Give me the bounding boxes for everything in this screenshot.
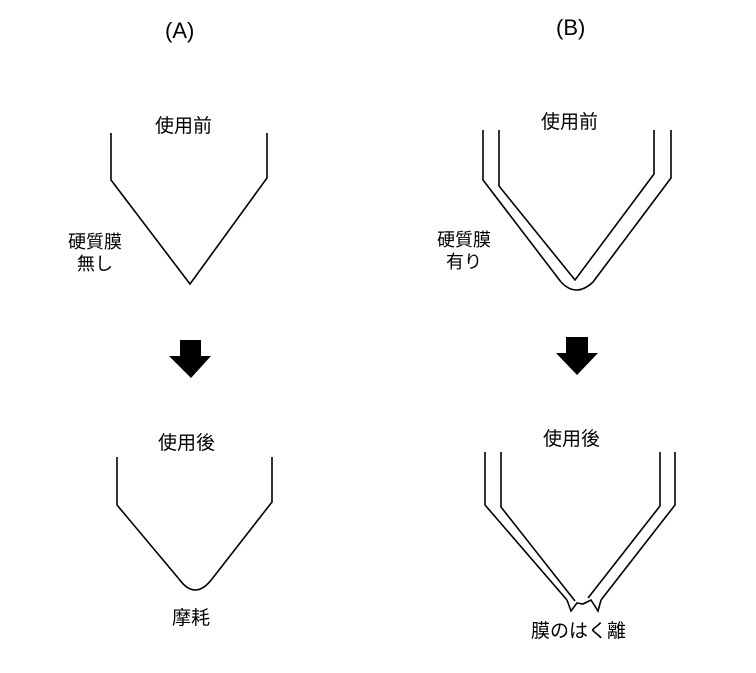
panel-a-after-worn-tip [179, 579, 212, 590]
panel-a-after-tool-left [117, 457, 179, 579]
panel-b-arrow-down-icon [556, 337, 598, 375]
panel-b-before-inner-edge [499, 130, 654, 280]
panel-b-after-peeled-tip [567, 600, 601, 611]
panel-b-before-outer-edge-right [593, 130, 671, 282]
panel-b-after-inner-edge-right [588, 452, 660, 598]
panel-b-after-outer-edge-right [601, 452, 675, 600]
panel-b-before-outer-edge [483, 130, 561, 282]
panel-b-after-outer-edge-left [485, 452, 567, 600]
panel-a-before-tool [111, 133, 267, 284]
panel-b-after-inner-edge-left [501, 452, 575, 601]
panel-a-after-tool-right [212, 457, 272, 579]
panel-b-before-tip-curve [561, 282, 593, 290]
panel-a-arrow-down-icon [169, 340, 211, 378]
